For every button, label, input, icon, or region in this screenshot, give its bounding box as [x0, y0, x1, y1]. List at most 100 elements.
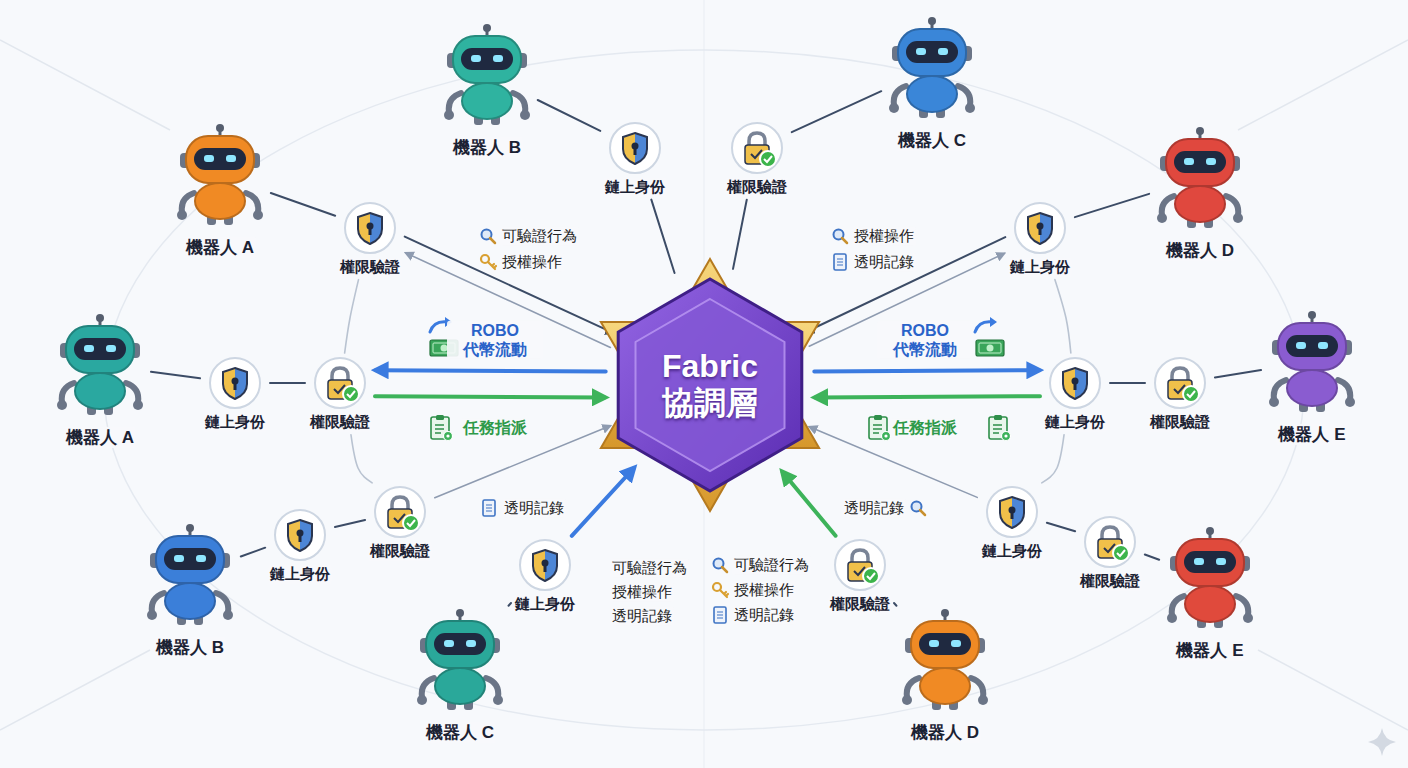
token-flow-arrow [814, 370, 1039, 371]
node-shape [608, 121, 662, 175]
robot-name: 機器人 E [1276, 424, 1347, 445]
feature-note: 授權操作 [732, 581, 796, 600]
shield-badge [610, 123, 660, 173]
task-arrow [815, 396, 1040, 397]
lock-badge [1155, 358, 1205, 408]
clipboard-icon [869, 415, 891, 441]
credential-badge: 鏈上身份 [1008, 201, 1072, 277]
connector [509, 603, 511, 606]
lock-badge [375, 487, 425, 537]
feature-note: 透明記錄 [610, 607, 674, 626]
orbit-link [1055, 280, 1071, 353]
robot-figure [1157, 127, 1243, 228]
node-shape [985, 485, 1039, 539]
robot-name: 機器人 A [64, 427, 136, 448]
hub-title: Fabric 協調層 [633, 348, 787, 422]
token-flow-arrow [376, 370, 606, 371]
coordination-hub: Fabric 協調層 [585, 255, 835, 515]
connector [1215, 370, 1261, 377]
robot-node: 機器人 B [142, 523, 238, 658]
badge-label: 權限驗證 [1148, 413, 1212, 432]
credential-badge: 權限驗證 [1148, 356, 1212, 432]
robot-figure [1167, 527, 1253, 628]
robot-figure [177, 124, 263, 225]
robot-figure [1269, 311, 1355, 412]
node-shape [1162, 526, 1258, 630]
node-shape [1013, 201, 1067, 255]
badge-label: 鏈上身份 [203, 413, 267, 432]
token-flow-label: ROBO 代幣流動 [447, 321, 543, 359]
robot-figure [444, 24, 530, 125]
node-shape [439, 23, 535, 127]
feature-note: 可驗證行為 [500, 227, 579, 246]
node-shape [373, 485, 427, 539]
robot-node: 機器人 E [1162, 526, 1258, 661]
shield-badge [275, 510, 325, 560]
money-icon [976, 340, 1004, 356]
node-shape [897, 608, 993, 712]
feature-note: 授權操作 [610, 583, 674, 602]
badge-label: 權限驗證 [828, 595, 892, 614]
robot-node: 機器人 B [439, 23, 535, 158]
robot-name: 機器人 D [1164, 240, 1236, 261]
badge-label: 鏈上身份 [268, 565, 332, 584]
robot-name: 機器人 C [424, 722, 496, 743]
orbit-link [345, 280, 359, 353]
badge-label: 權限驗證 [368, 542, 432, 561]
node-shape [1264, 310, 1360, 414]
credential-badge: 權限驗證 [725, 121, 789, 197]
node-shape [833, 538, 887, 592]
shield-badge [210, 358, 260, 408]
robot-node: 機器人 C [884, 16, 980, 151]
credential-badge: 權限驗證 [368, 485, 432, 561]
robot-node: 機器人 E [1264, 310, 1360, 445]
hexagon-core [601, 259, 819, 511]
document-icon [714, 607, 726, 623]
node-shape [172, 123, 268, 227]
task-label: 任務指派 [890, 418, 960, 437]
clipboard-icon [989, 415, 1011, 441]
document-icon [834, 254, 846, 270]
connector [1075, 194, 1149, 217]
credential-badge: 權限驗證 [338, 201, 402, 277]
shield-badge [1050, 358, 1100, 408]
connector [270, 382, 305, 384]
connector [241, 548, 265, 557]
orbit-link [1042, 435, 1064, 483]
credential-badge: 鏈上身份 [513, 538, 577, 614]
key-icon [713, 583, 728, 597]
credential-badge: 鏈上身份 [268, 508, 332, 584]
connector [1145, 555, 1159, 560]
lock-badge [315, 358, 365, 408]
connector [1047, 523, 1075, 532]
robot-name: 機器人 D [909, 722, 981, 743]
lock-badge [835, 540, 885, 590]
credential-badge: 權限驗證 [308, 356, 372, 432]
robot-figure [902, 609, 988, 710]
token-flow-label: ROBO 代幣流動 [877, 321, 973, 359]
feature-note: 授權操作 [852, 227, 916, 246]
badge-label: 鏈上身份 [980, 542, 1044, 561]
clipboard-icon [431, 415, 453, 441]
credential-badge: 鏈上身份 [203, 356, 267, 432]
shield-badge [987, 487, 1037, 537]
magnifier-icon [834, 230, 848, 244]
node-shape [1152, 126, 1248, 230]
connector [271, 193, 335, 216]
badge-label: 權限驗證 [725, 178, 789, 197]
connector [805, 237, 1005, 332]
shield-badge [520, 540, 570, 590]
feature-note: 可驗證行為 [732, 556, 811, 575]
robot-node: 機器人 D [897, 608, 993, 743]
robot-node: 機器人 D [1152, 126, 1248, 261]
credential-badge: 權限驗證 [1078, 515, 1142, 591]
badge-label: 權限驗證 [1078, 572, 1142, 591]
node-shape [52, 313, 148, 417]
robot-name: 機器人 E [1174, 640, 1245, 661]
badge-label: 權限驗證 [308, 413, 372, 432]
feature-note: 可驗證行為 [610, 559, 689, 578]
connector [792, 91, 882, 132]
node-shape [1048, 356, 1102, 410]
robot-name: 機器人 A [184, 237, 256, 258]
